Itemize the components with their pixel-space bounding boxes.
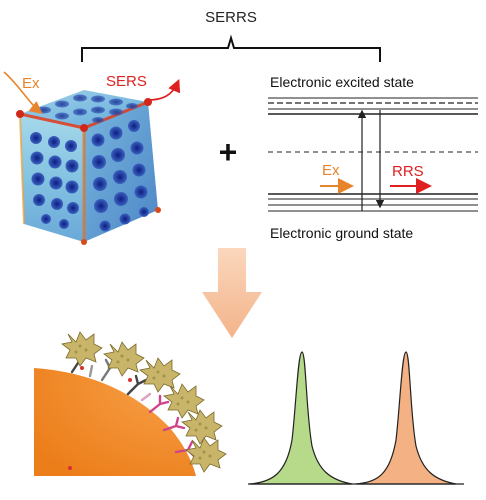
spectra-plot <box>248 351 464 485</box>
title-serrs: SERRS <box>205 9 257 26</box>
nanoparticle <box>185 437 227 473</box>
nanoparticle-texture <box>74 344 212 460</box>
plus-icon: + <box>219 134 238 170</box>
cube-ex-arrow <box>3 71 43 115</box>
ground-state-label: Electronic ground state <box>270 225 413 241</box>
block-arrow-down-icon <box>202 248 262 338</box>
rrs-label: RRS <box>392 163 424 180</box>
nanoparticle <box>61 331 103 367</box>
cube-left-edge <box>19 113 25 225</box>
peak-orange <box>355 351 457 485</box>
excited-state-label: Electronic excited state <box>270 74 414 90</box>
energy-level-diagram: Electronic excited state Ex RRS Electron… <box>268 74 478 241</box>
nanoparticle <box>181 409 223 445</box>
cube-sers-arrow <box>147 79 181 101</box>
nanoparticle <box>163 383 205 419</box>
nanoparticles <box>61 331 227 473</box>
cell-body <box>34 368 196 476</box>
cube-sers-label: SERS <box>106 73 147 90</box>
rrs-ex-label: Ex <box>322 162 340 179</box>
cell-illustration <box>34 331 227 476</box>
tag-molecules <box>68 366 132 470</box>
nanocube-illustration <box>16 90 161 245</box>
nanoparticle <box>139 357 181 393</box>
peak-green <box>249 351 353 485</box>
cube-front-pores <box>30 132 79 229</box>
cube-ex-label: Ex <box>22 75 40 92</box>
nanoparticle <box>103 341 145 377</box>
cube-side-pores <box>91 120 149 232</box>
brace <box>81 34 381 62</box>
